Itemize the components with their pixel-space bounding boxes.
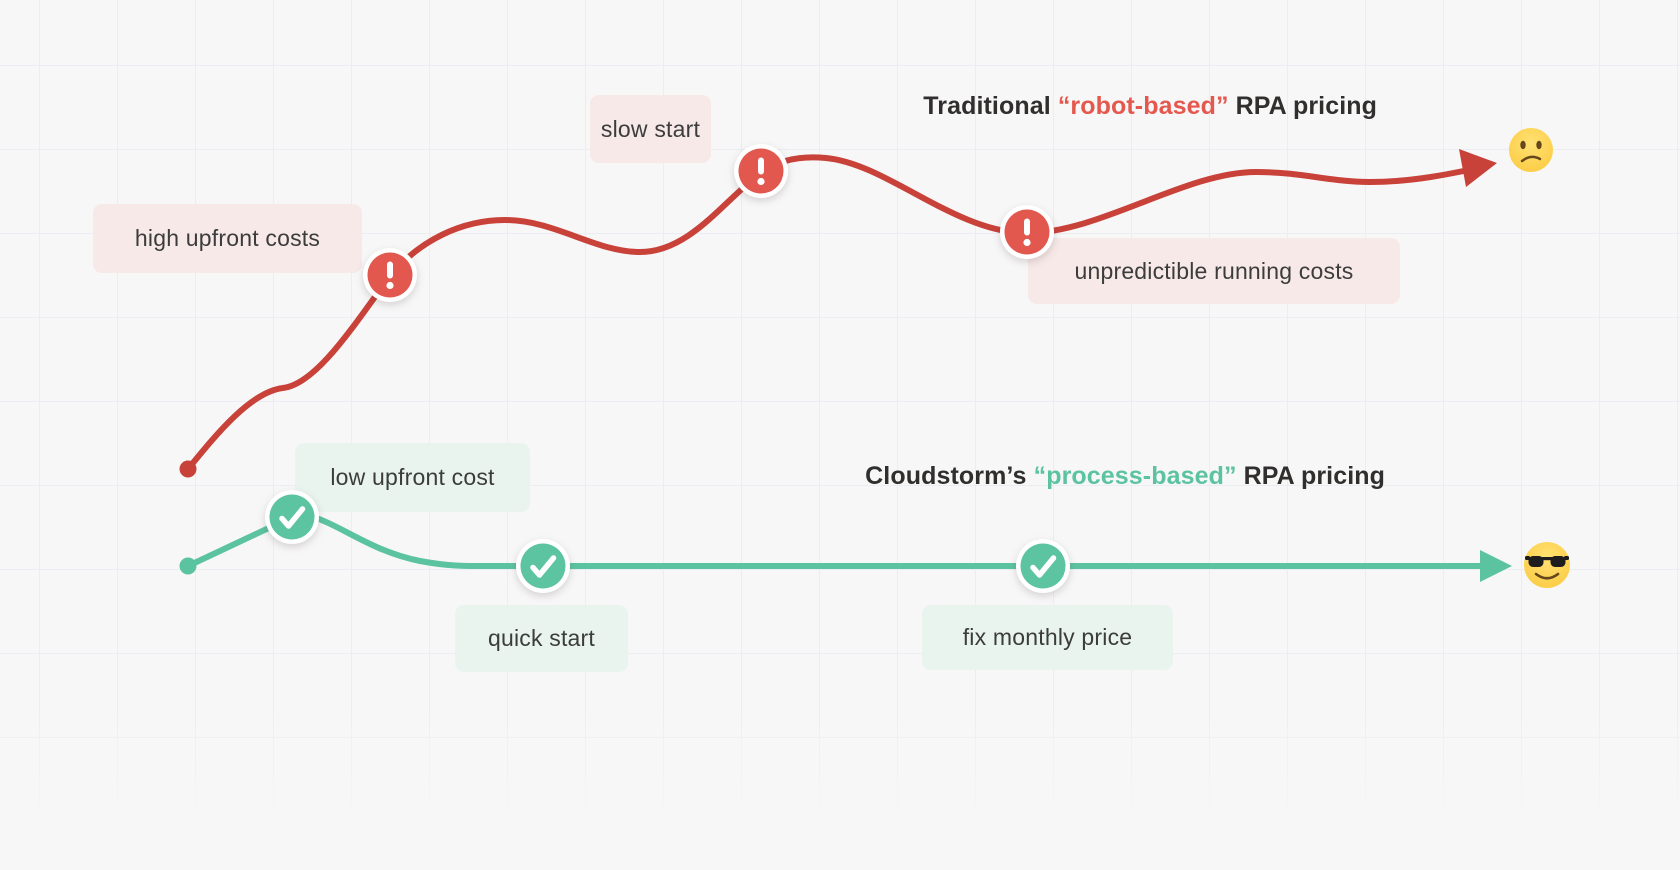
annotation-label: low upfront cost	[330, 464, 495, 490]
traditional-series-title: Traditional “robot-based” RPA pricing	[923, 92, 1377, 121]
title-prefix: Traditional	[923, 92, 1058, 120]
annotation-label: fix monthly price	[962, 624, 1133, 650]
traditional-series-line	[179, 149, 1497, 478]
warning-marker	[734, 144, 788, 198]
marker-fill	[269, 494, 315, 540]
sunglasses	[1525, 556, 1569, 567]
confused-face-emoji	[1509, 128, 1553, 172]
annotation-slow-start: slow start	[590, 95, 711, 163]
annotation-high-upfront-costs: high upfront costs	[93, 204, 362, 273]
sunglasses-face-emoji	[1524, 542, 1570, 588]
annotation-low-upfront-cost: low upfront cost	[295, 443, 530, 512]
check-icon	[530, 555, 557, 578]
title-accent: “robot-based”	[1057, 92, 1229, 120]
cloudstorm-series-line	[179, 512, 1512, 582]
marker-fill	[520, 543, 566, 589]
check-marker	[1016, 539, 1070, 593]
red-arrowhead-icon	[1459, 149, 1497, 187]
title-prefix: Cloudstorm’s	[865, 462, 1034, 490]
check-icon	[1030, 555, 1057, 578]
warning-marker	[363, 248, 417, 302]
annotation-quick-start: quick start	[455, 605, 628, 672]
annotation-fix-monthly-price: fix monthly price	[922, 605, 1173, 670]
cloudstorm-series-title: Cloudstorm’s “process-based” RPA pricing	[865, 462, 1385, 491]
check-marker	[516, 539, 570, 593]
title-suffix: RPA pricing	[1228, 92, 1377, 120]
annotation-label: quick start	[487, 625, 595, 651]
exclamation-icon	[386, 261, 394, 290]
annotation-label: slow start	[600, 115, 701, 142]
red-curve-path	[185, 154, 1486, 472]
annotation-label: unpredictible running costs	[1074, 257, 1354, 284]
check-icon	[279, 506, 306, 529]
annotation-unpredictible-running-costs: unpredictible running costs	[1028, 238, 1400, 304]
warning-marker	[1000, 205, 1054, 259]
title-suffix: RPA pricing	[1236, 462, 1385, 490]
marker-fill	[1020, 543, 1066, 589]
annotation-label: high upfront costs	[134, 225, 321, 251]
check-marker	[265, 490, 319, 544]
exclamation-icon	[1023, 218, 1031, 247]
title-accent: “process-based”	[1033, 462, 1237, 490]
green-curve-path	[185, 512, 1487, 570]
green-arrowhead-icon	[1480, 550, 1512, 582]
exclamation-icon	[757, 157, 765, 186]
